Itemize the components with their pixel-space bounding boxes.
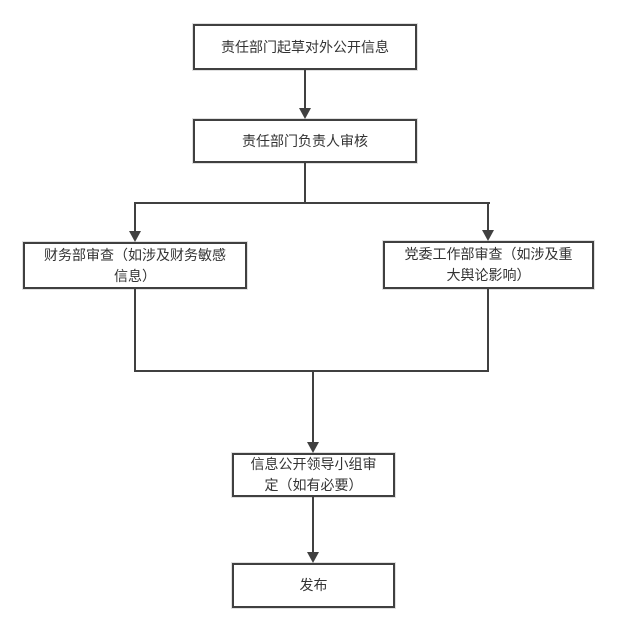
connector-party-merge xyxy=(487,289,489,372)
node-publish: 发布 xyxy=(232,563,395,608)
arrowhead-draft-to-review xyxy=(299,108,311,119)
connector-branch-to-finance xyxy=(134,202,136,231)
arrowhead-merge-to-leading-group xyxy=(307,442,319,453)
connector-review-stem xyxy=(304,163,306,204)
node-finance-review: 财务部审查（如涉及财务敏感信息） xyxy=(23,242,247,289)
node-party-work-review: 党委工作部审查（如涉及重大舆论影响） xyxy=(383,241,594,289)
connector-leading-group-to-publish xyxy=(312,497,314,552)
connector-draft-to-review xyxy=(304,70,306,109)
node-leading-group-approval: 信息公开领导小组审定（如有必要） xyxy=(232,453,395,497)
arrowhead-branch-to-finance xyxy=(129,231,141,242)
connector-branch-horizontal xyxy=(134,202,490,204)
connector-merge-horizontal xyxy=(134,370,489,372)
connector-merge-to-leading-group xyxy=(312,370,314,442)
connector-branch-to-party xyxy=(487,202,489,230)
arrowhead-branch-to-party xyxy=(482,230,494,241)
arrowhead-leading-group-to-publish xyxy=(307,552,319,563)
node-draft-public-info: 责任部门起草对外公开信息 xyxy=(193,24,417,70)
node-dept-head-review: 责任部门负责人审核 xyxy=(193,119,417,163)
connector-finance-merge xyxy=(134,289,136,372)
